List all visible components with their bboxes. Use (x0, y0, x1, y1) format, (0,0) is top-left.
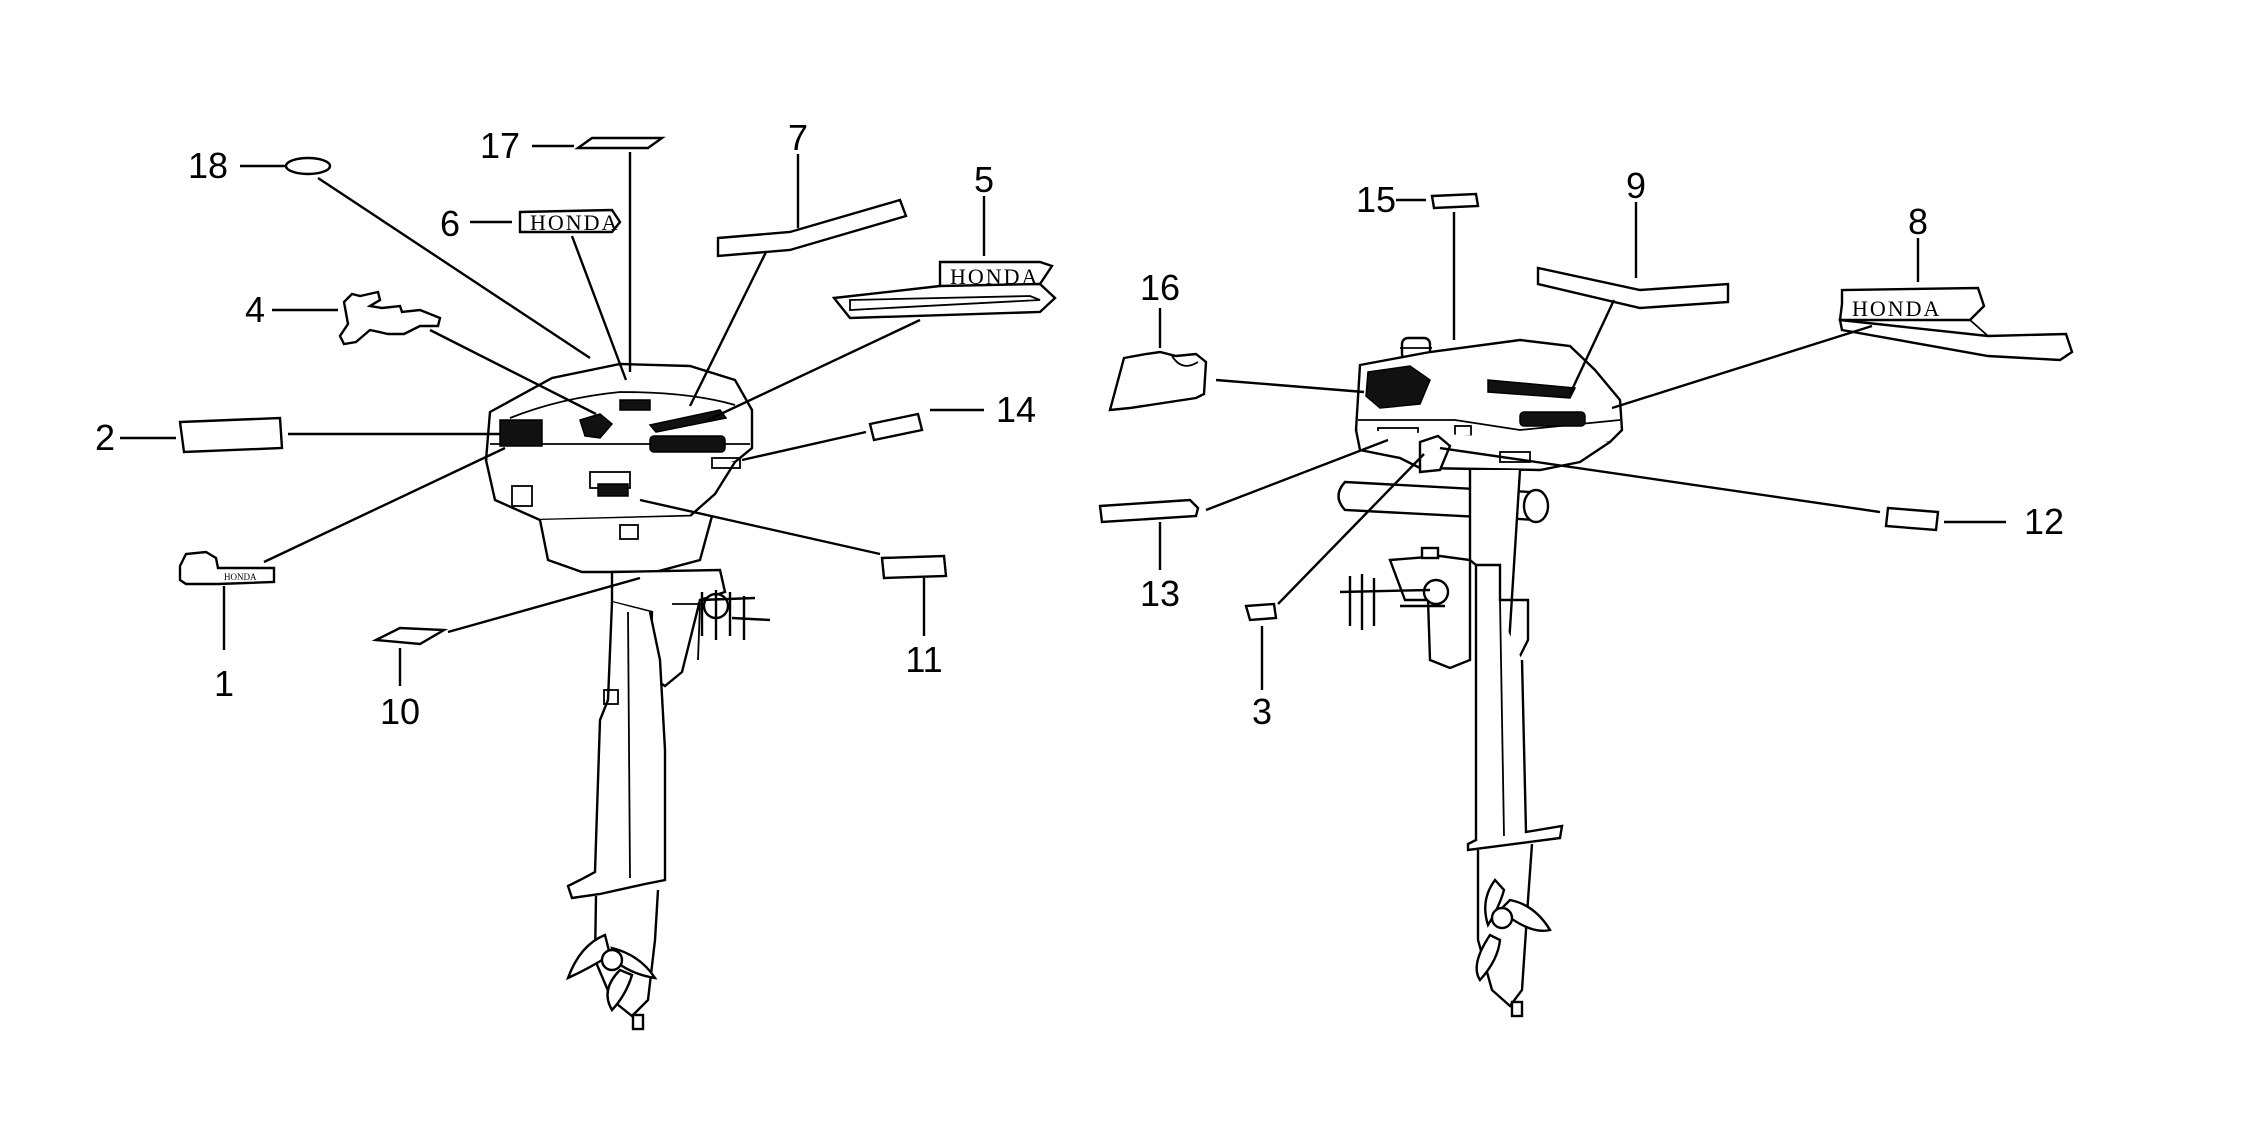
part-13-decal (1098, 438, 1389, 570)
part-9-stripe (1536, 202, 1730, 395)
callout-13: 13 (1140, 573, 1180, 614)
callout-14: 14 (996, 389, 1036, 430)
callout-9: 9 (1626, 165, 1646, 206)
left-outboard-motor (484, 362, 771, 1031)
part-17-decal (532, 136, 666, 372)
part-5-honda-stripe: HONDA (707, 196, 1057, 422)
callout-3: 3 (1252, 691, 1272, 732)
part-18-emblem (240, 156, 591, 360)
callout-7: 7 (788, 117, 808, 158)
callout-6: 6 (440, 203, 460, 244)
honda-stripe-8-text: HONDA (1852, 296, 1941, 321)
part-11-decal (639, 498, 948, 636)
callout-12: 12 (2024, 501, 2064, 542)
part-1-decal: HONDA (178, 446, 506, 650)
callout-10: 10 (380, 691, 420, 732)
callout-5: 5 (974, 159, 994, 200)
right-outboard-motor (1337, 336, 1624, 1018)
part-15-decal (1396, 192, 1480, 340)
part-3-decal (1244, 453, 1425, 690)
callout-8: 8 (1908, 201, 1928, 242)
callout-4: 4 (245, 289, 265, 330)
part-4-logo-decal (272, 290, 597, 416)
callout-1: 1 (214, 663, 234, 704)
part-14-decal (741, 408, 984, 462)
part-6-honda-emblem: HONDA (470, 208, 628, 381)
callout-16: 16 (1140, 267, 1180, 308)
callout-11: 11 (905, 639, 942, 680)
part-10-decal (371, 576, 641, 686)
honda-small-text: HONDA (224, 572, 257, 582)
callout-18: 18 (188, 145, 228, 186)
part-2-decal (120, 416, 500, 454)
callout-labels: 1 2 3 4 5 6 7 8 9 10 11 12 13 14 15 16 1… (95, 117, 2064, 732)
part-7-stripe (688, 154, 908, 407)
callout-15: 15 (1356, 179, 1396, 220)
part-16-decal (1108, 308, 1365, 412)
honda-stripe-text: HONDA (950, 264, 1039, 289)
part-8-honda-stripe: HONDA (1611, 238, 2074, 410)
callout-2: 2 (95, 417, 115, 458)
honda-emblem-text: HONDA (530, 210, 619, 235)
part-12-decal (1439, 446, 2006, 532)
callout-17: 17 (480, 125, 520, 166)
